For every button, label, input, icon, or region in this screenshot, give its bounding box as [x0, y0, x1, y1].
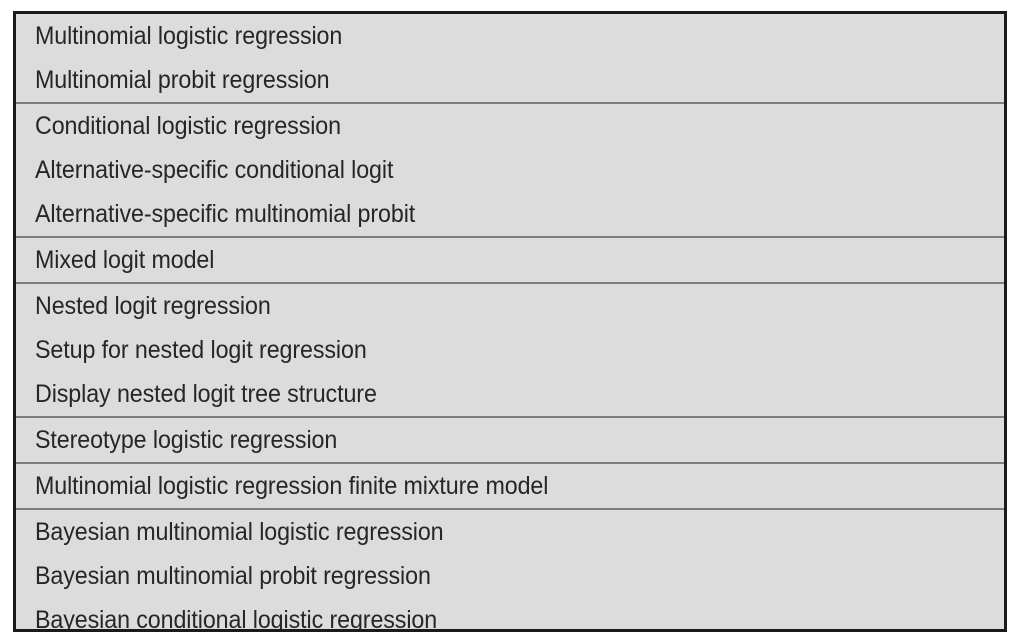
table-row-label: Bayesian multinomial logistic regression [35, 518, 444, 546]
table-row[interactable]: Mixed logit model [16, 238, 1004, 282]
table-row-label: Multinomial logistic regression [35, 22, 343, 50]
table-row[interactable]: Multinomial logistic regression finite m… [16, 464, 1004, 508]
row-group: Mixed logit model [16, 238, 1004, 284]
table-row-label: Nested logit regression [35, 292, 271, 320]
table-row-label: Conditional logistic regression [35, 112, 341, 140]
table-row[interactable]: Multinomial logistic regression [16, 14, 1004, 58]
table-row[interactable]: Bayesian conditional logistic regression [16, 598, 1004, 632]
row-group: Stereotype logistic regression [16, 418, 1004, 464]
table-row-label: Multinomial probit regression [35, 66, 330, 94]
table-row[interactable]: Alternative-specific conditional logit [16, 148, 1004, 192]
table-row-label: Alternative-specific multinomial probit [35, 200, 416, 228]
table-row-label: Stereotype logistic regression [35, 426, 338, 454]
table-row-label: Bayesian multinomial probit regression [35, 562, 431, 590]
table-row[interactable]: Bayesian multinomial logistic regression [16, 510, 1004, 554]
table-row[interactable]: Conditional logistic regression [16, 104, 1004, 148]
table-row-label: Mixed logit model [35, 246, 215, 274]
table-row[interactable]: Display nested logit tree structure [16, 372, 1004, 416]
table-row-label: Setup for nested logit regression [35, 336, 367, 364]
table-row-label: Alternative-specific conditional logit [35, 156, 394, 184]
table-row-label: Display nested logit tree structure [35, 380, 377, 408]
table-row-label: Bayesian conditional logistic regression [35, 606, 438, 632]
table-row[interactable]: Multinomial probit regression [16, 58, 1004, 102]
row-group: Bayesian multinomial logistic regression… [16, 510, 1004, 632]
row-group: Multinomial logistic regression finite m… [16, 464, 1004, 510]
table-row[interactable]: Stereotype logistic regression [16, 418, 1004, 462]
table-row[interactable]: Setup for nested logit regression [16, 328, 1004, 372]
table-row-label: Multinomial logistic regression finite m… [35, 472, 549, 500]
table-row[interactable]: Alternative-specific multinomial probit [16, 192, 1004, 236]
table-row[interactable]: Nested logit regression [16, 284, 1004, 328]
table-row[interactable]: Bayesian multinomial probit regression [16, 554, 1004, 598]
